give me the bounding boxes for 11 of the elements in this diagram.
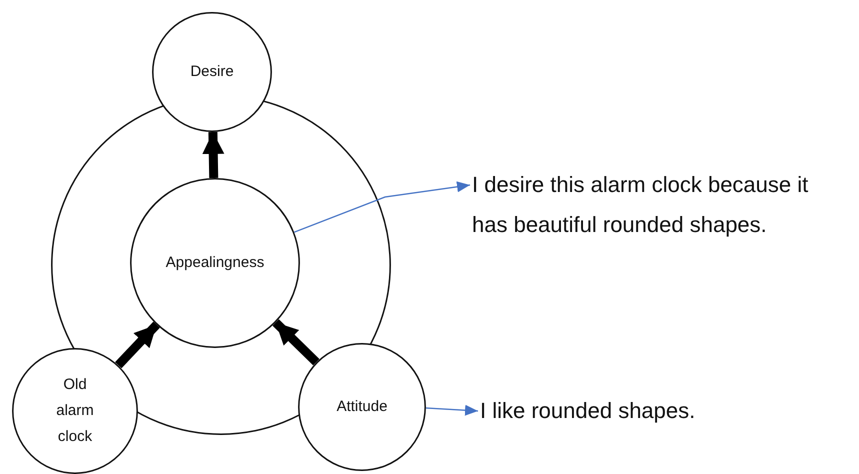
annotation-text: I like rounded shapes. [480, 397, 696, 425]
node-label: Attitude [336, 397, 388, 417]
arrow [272, 319, 320, 366]
arrow [294, 181, 470, 233]
annotation-text: I desire this alarm clock because it has beautiful rounded shapes. [472, 171, 810, 239]
node-label: Desire [190, 62, 234, 82]
arrow [426, 404, 478, 416]
node-label: Appealingness [166, 253, 264, 273]
arrow [202, 132, 224, 178]
node-label: Old alarm clock [55, 375, 95, 447]
arrow [115, 322, 160, 368]
